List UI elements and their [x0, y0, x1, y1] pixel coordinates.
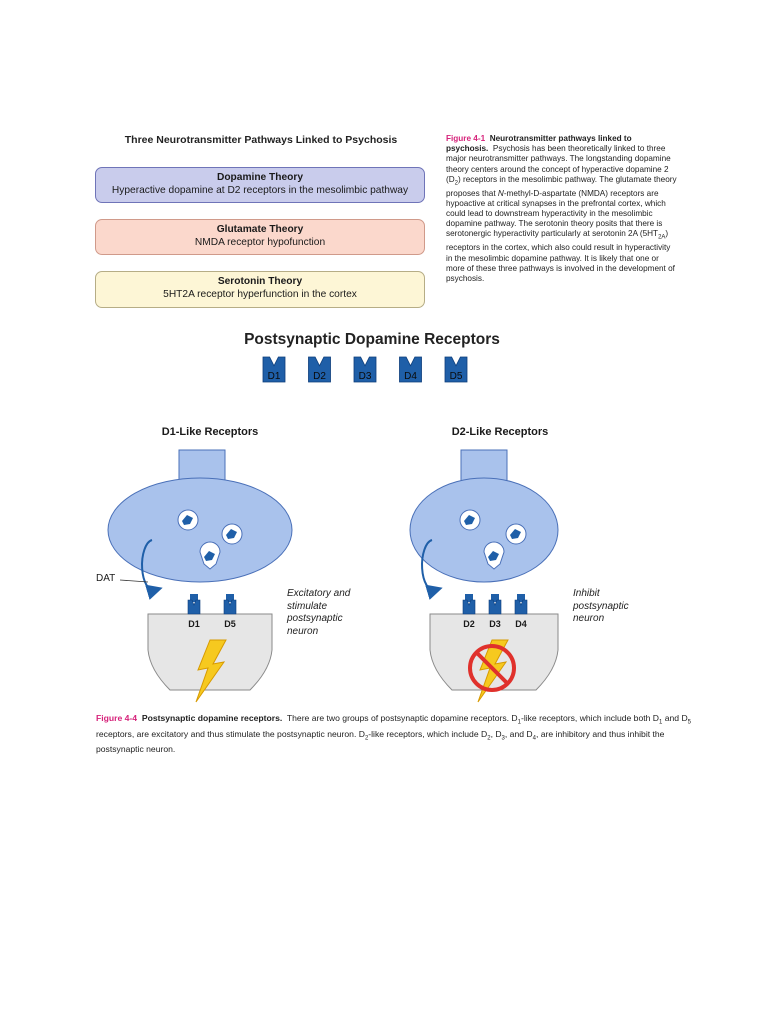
figure-4-4-title: Postsynaptic Dopamine Receptors — [244, 331, 500, 348]
caption-subscript: 1 — [659, 719, 663, 726]
serotonin-theory-box: Serotonin Theory 5HT2A receptor hyperfun… — [95, 271, 425, 308]
caption-text: Psychosis has been theoretically linked … — [446, 144, 671, 184]
receptor-label: D3 — [359, 371, 372, 382]
d2-effect-label: Inhibit postsynaptic neuron — [573, 588, 663, 626]
excitatory-lightning-icon — [195, 639, 227, 703]
caption-text: -methyl-D-aspartate (NMDA) receptors are… — [446, 188, 666, 239]
figure-label: Figure 4-4 — [96, 713, 138, 723]
receptor-label: D1 — [188, 619, 200, 629]
dopamine-release-vesicle-icon — [483, 541, 505, 570]
dat-reuptake-arrow-icon — [141, 539, 163, 600]
prohibition-icon — [468, 644, 516, 692]
theory-description: 5HT2A receptor hyperfunction in the cort… — [163, 288, 357, 300]
figure-label: Figure 4-1 — [446, 134, 486, 143]
dat-leader-line — [119, 579, 149, 583]
theory-name: Dopamine Theory — [216, 172, 304, 183]
caption-heading: Postsynaptic dopamine receptors. — [141, 713, 283, 723]
caption-subscript: 2 — [487, 735, 491, 742]
caption-text: , D — [490, 728, 502, 739]
receptor-label: D1 — [268, 371, 281, 382]
effect-line: Excitatory and — [287, 588, 351, 599]
synapse-diagram: D1 D5 D2 D3 D4 — [107, 449, 559, 703]
dopamine-vesicle-icon — [459, 509, 481, 531]
glutamate-theory-box: Glutamate Theory NMDA receptor hypofunct… — [95, 219, 425, 255]
caption-subscript: 2A — [658, 235, 666, 242]
receptor-d5: D5 — [223, 594, 237, 629]
receptor-label: D4 — [515, 619, 527, 629]
dopamine-vesicle-icon — [505, 523, 527, 545]
effect-line: neuron — [573, 613, 605, 624]
caption-text: -like receptors, which include D — [368, 728, 488, 739]
effect-line: Inhibit — [573, 588, 600, 599]
effect-line: neuron — [287, 625, 319, 637]
receptor-label: D5 — [224, 619, 236, 629]
d1-effect-label: Excitatory and stimulate postsynaptic ne… — [287, 588, 377, 638]
receptor-icon-d2: D2 — [308, 356, 331, 383]
caption-text: , and D — [504, 728, 533, 739]
caption-italic: N — [497, 188, 504, 198]
receptor-d2: D2 — [462, 594, 476, 629]
dopamine-vesicle-icon — [221, 523, 243, 545]
caption-heading: Neurotransmitter pathways linked to psyc… — [446, 134, 632, 154]
caption-subscript: 3 — [501, 735, 505, 742]
caption-text: ) receptors in the mesolimbic pathway. T… — [446, 174, 677, 198]
dat-label: DAT — [96, 573, 116, 584]
receptor-label: D2 — [463, 619, 475, 629]
receptor-icon-d1: D1 — [262, 356, 286, 383]
figure-4-1-caption: Figure 4-1 Neurotransmitter pathways lin… — [446, 134, 678, 284]
theory-name: Glutamate Theory — [216, 224, 304, 235]
d1-presynaptic-neuron — [107, 449, 293, 583]
effect-line: postsynaptic — [287, 613, 343, 624]
effect-line: postsynaptic — [573, 600, 629, 612]
caption-text: ) receptors in the cortex, which also co… — [446, 229, 675, 283]
caption-text: , are inhibitory and thus inhibit the po… — [96, 728, 665, 755]
caption-text: and D — [662, 713, 688, 723]
caption-text: There are two groups of postsynaptic dop… — [286, 713, 518, 723]
receptor-label: D3 — [489, 619, 501, 629]
d1-receptor-group: D1 D5 — [187, 594, 237, 629]
receptor-icon-d4: D4 — [399, 356, 422, 383]
figure-4-4-caption: Figure 4-4 Postsynaptic dopamine recepto… — [96, 713, 696, 755]
d2-receptor-group: D2 D3 D4 — [462, 594, 528, 629]
d2-presynaptic-neuron — [409, 449, 559, 583]
d1-like-title: D1-Like Receptors — [161, 426, 259, 438]
caption-subscript: 2 — [364, 735, 369, 742]
receptor-label: D4 — [404, 371, 417, 382]
figure-4-1-title: Three Neurotransmitter Pathways Linked t… — [124, 134, 398, 146]
receptor-icon-row: D1 D2 D3 D4 D5 — [262, 356, 468, 383]
d2-like-title: D2-Like Receptors — [451, 426, 549, 438]
receptor-label: D2 — [313, 371, 326, 382]
receptor-d3: D3 — [488, 594, 502, 629]
receptor-icon-d3: D3 — [353, 356, 377, 383]
receptor-d4: D4 — [514, 594, 528, 629]
receptor-d1: D1 — [187, 594, 201, 629]
caption-subscript: 5 — [687, 719, 692, 726]
theory-description: NMDA receptor hypofunction — [194, 236, 326, 248]
dopamine-theory-box: Dopamine Theory Hyperactive dopamine at … — [95, 167, 425, 203]
dopamine-release-vesicle-icon — [199, 541, 221, 570]
effect-line: stimulate — [287, 600, 328, 612]
theory-name: Serotonin Theory — [217, 276, 303, 287]
receptor-icon-d5: D5 — [444, 356, 468, 383]
theory-description: Hyperactive dopamine at D2 receptors in … — [111, 184, 409, 196]
caption-subscript: 2 — [454, 180, 458, 187]
dat-reuptake-arrow-icon — [421, 539, 443, 600]
receptor-label: D5 — [450, 371, 463, 382]
caption-subscript: 4 — [532, 735, 536, 742]
caption-text: -like receptors, which include both D — [520, 713, 659, 723]
dopamine-vesicle-icon — [177, 509, 199, 531]
caption-text: receptors, are excitatory and thus stimu… — [96, 728, 365, 739]
caption-subscript: 1 — [517, 719, 521, 726]
